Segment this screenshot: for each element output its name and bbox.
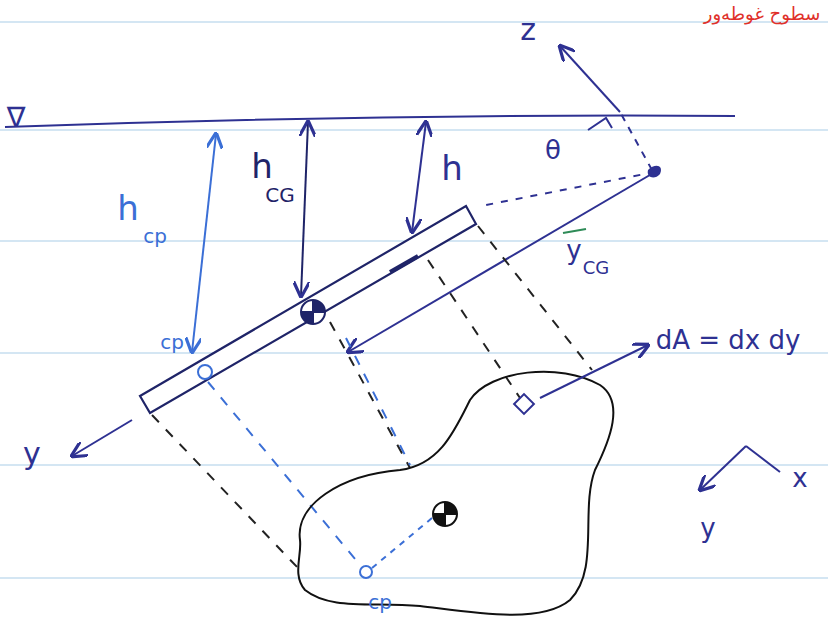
point-label: cp <box>367 592 393 612</box>
axis-label: x <box>791 465 808 491</box>
projection-lines <box>152 226 592 568</box>
depth-symbol: h <box>440 151 464 185</box>
axis-label: y <box>699 515 716 541</box>
depth-symbol: h <box>250 149 274 183</box>
depth-symbol: h <box>116 191 140 225</box>
heading-note: سطوح غوطه‌ور <box>703 5 822 23</box>
subscript: CG <box>264 185 295 205</box>
subscript: CG <box>582 259 611 277</box>
distance-symbol: y <box>565 237 582 263</box>
free-surface <box>5 116 735 127</box>
h-cg-arrow <box>301 122 308 296</box>
centroid-symbol <box>433 502 457 526</box>
axis-label: z <box>519 15 537 45</box>
point-label: cp <box>159 332 185 352</box>
y-cg-dimension <box>348 172 655 352</box>
centroid-symbol <box>301 300 325 324</box>
angle-mark <box>588 118 612 130</box>
inclined-plate <box>140 206 476 413</box>
axis-label: y <box>22 439 42 469</box>
area-element <box>514 394 534 414</box>
surface-symbol: ∇ <box>6 104 27 132</box>
z-axis <box>560 46 620 112</box>
subscript: cp <box>142 226 168 246</box>
projected-area <box>298 372 613 615</box>
angle-symbol: θ <box>544 137 562 163</box>
axis-x <box>746 446 780 472</box>
h-arrow <box>412 122 426 232</box>
pressure-center <box>198 365 212 379</box>
ruled-lines <box>0 22 828 578</box>
h-cp-arrow <box>192 134 216 352</box>
area-formula: dA = dx dy <box>655 327 802 353</box>
overbar <box>563 229 586 233</box>
axis-y <box>700 446 746 490</box>
